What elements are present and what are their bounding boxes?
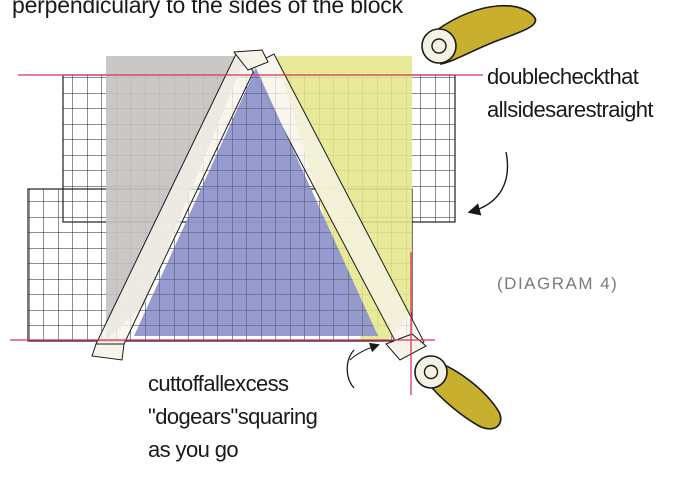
cut-excess-note-line2: "dogears"squaring xyxy=(148,404,318,429)
straight-sides-note-line1: doublecheckthat xyxy=(487,64,639,89)
rotary-cutter-icon xyxy=(421,4,537,65)
note-bracket xyxy=(346,349,355,389)
dogear-top xyxy=(233,49,269,71)
rotary-cutter-icon xyxy=(414,355,502,430)
top-caption: perpendiculary to the sides of the block xyxy=(12,0,403,18)
straight-sides-note-line2: allsidesarestraight xyxy=(487,97,654,122)
curved-arrow-icon xyxy=(467,151,509,216)
diagram-label: (DIAGRAM 4) xyxy=(497,274,619,293)
cut-excess-note: cuttoffallexcess "dogears"squaring as yo… xyxy=(148,367,318,466)
note-arrow xyxy=(349,342,380,361)
dogear-bottom-left xyxy=(91,343,125,361)
cut-excess-note-line3: as you go xyxy=(148,437,239,462)
straight-sides-note: doublecheckthat allsidesarestraight xyxy=(487,60,654,126)
cut-excess-note-line1: cuttoffallexcess xyxy=(148,371,289,396)
